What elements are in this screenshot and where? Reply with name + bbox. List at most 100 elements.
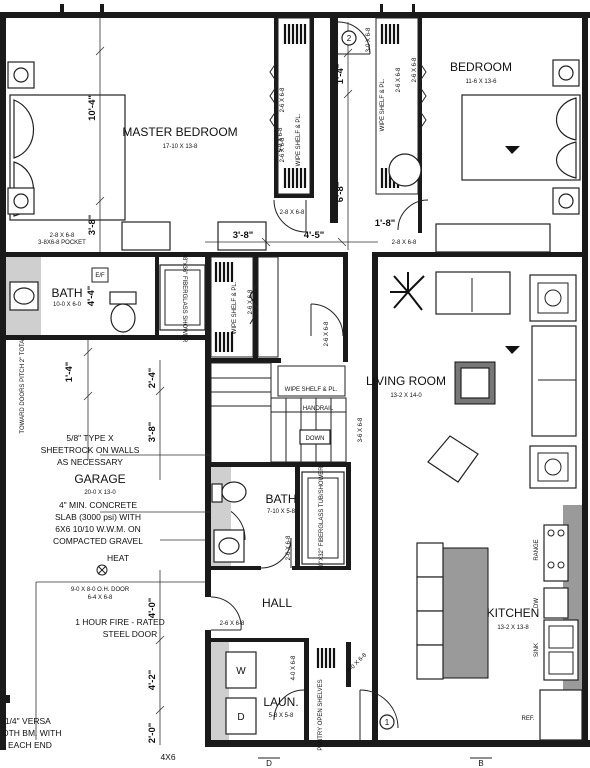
dim-3-8-left: 3'-8" <box>87 215 98 236</box>
grid-marker-2: 2 <box>347 34 352 43</box>
fixture-labels: WIPE SHELF & PL. WIPE SHELF & PL. WIPE S… <box>20 78 540 750</box>
room-laundry-size: 5-8 X 5-8 <box>269 713 294 719</box>
stairs <box>210 362 347 464</box>
dim-3-8-garage: 3'-8" <box>147 422 158 443</box>
bath-lower-fixtures <box>211 471 345 565</box>
bedroom-dresser <box>435 223 551 253</box>
room-hall: HALL <box>262 596 292 610</box>
slab-note-line-2: SLAB (3000 psi) WITH <box>55 512 141 522</box>
dim-4-4: 4'-4" <box>86 286 97 307</box>
dim-1-4-upper: 1'-4" <box>335 64 346 85</box>
ref-label: REF. <box>521 716 534 722</box>
fire-door-note-line-1: 1 HOUR FIRE - RATED <box>75 617 165 627</box>
nightstands <box>7 59 580 215</box>
heat-label: HEAT <box>107 553 129 563</box>
range-label: RANGE <box>534 539 540 560</box>
sink-label: SINK <box>534 643 540 657</box>
fixtures <box>7 59 583 741</box>
dim-3-8-horizontal: 3'-8" <box>233 230 254 241</box>
versa-note-line-2: OTH BM. WITH <box>2 728 62 738</box>
kitchen-fixtures <box>416 505 583 741</box>
room-bedroom: BEDROOM <box>450 60 512 74</box>
door-tag-10: 2-6 X 6-8 <box>286 535 292 560</box>
door-tag-16: 2-6 X 6-8 <box>412 57 418 82</box>
room-bath-lower-size: 7-10 X 5-8 <box>267 509 296 515</box>
oh-door-label: 9-0 X 8-0 O.H. DOOR <box>71 587 130 593</box>
laundry-fixtures <box>225 651 257 735</box>
door-tag-2: 2-6 X 6-8 <box>280 137 286 162</box>
dim-2-4: 2'-4" <box>147 368 158 389</box>
living-room-furniture <box>390 271 577 489</box>
dim-4-0: 4'-0" <box>147 598 158 619</box>
tub-shower-label: 60"X32" FIBERGLASS TUB/SHOWER <box>319 466 325 570</box>
wipe-shelf-label-3: WIPE SHELF & PL. <box>232 281 238 334</box>
dim-6-8: 6'-8" <box>335 182 346 203</box>
room-labels: MASTER BEDROOM 17-10 X 13-8 BEDROOM 11-6… <box>51 60 539 719</box>
door-tag-5: 2-6 X 6-8 <box>396 67 402 92</box>
door-tag-17: 5-0 X 6-8 <box>278 127 284 152</box>
fiberglass-shower-label: 48"x36" FIBERGLASS SHOWER <box>181 254 187 343</box>
room-garage-size: 20-0 X 13-0 <box>84 490 116 496</box>
dw-label: DW <box>534 598 540 608</box>
door-tag-3: 2-8 X 6-8 <box>280 210 305 216</box>
wipe-shelf-label-2: WIPE SHELF & PL. <box>380 78 386 131</box>
bath-upper-fixtures <box>9 264 206 333</box>
room-master-bedroom-size: 17-10 X 13-8 <box>163 144 198 150</box>
dimension-labels: 10'-4" 1'-4" 6'-8" 3'-8" 3'-8" 4'-5" 1'-… <box>64 64 395 744</box>
plant <box>390 272 425 311</box>
wipe-shelf-label-1: WIPE SHELF & PL. <box>296 113 302 166</box>
room-living-room: LIVING ROOM <box>366 374 446 388</box>
dim-10-4: 10'-4" <box>87 95 98 121</box>
walls <box>0 4 590 750</box>
slab-note-line-1: 4" MIN. CONCRETE <box>59 500 137 510</box>
door-tag-11: 2-6 X 6-8 <box>220 621 245 627</box>
grid-markers: 2 1 D B <box>258 30 492 768</box>
notes: 5/8" TYPE X SHEETROCK ON WALLS AS NECESS… <box>2 433 176 762</box>
pantry-label: PANTRY OPEN SHELVES <box>318 679 324 750</box>
beam-note: 4X6 <box>160 752 175 762</box>
door-tag-12: 4-0 X 6-8 <box>291 655 297 680</box>
door-tag-9: 3-6 X 6-8 <box>358 417 364 442</box>
door-tag-6: 2-8 X 6-8 <box>392 240 417 246</box>
handrail-label: HANDRAIL <box>303 406 334 412</box>
dim-4-2: 4'-2" <box>147 670 158 691</box>
dim-2-0: 2'-0" <box>147 723 158 744</box>
room-bath-lower: BATH <box>265 492 296 506</box>
chair <box>388 153 422 187</box>
room-living-room-size: 13-2 X 14-0 <box>390 393 422 399</box>
door-tag-15: 6-4 X 6-8 <box>88 595 113 601</box>
door-tag-14: 2-8 X 6-8 <box>50 233 75 239</box>
down-label: DOWN <box>306 436 325 442</box>
grid-marker-1: 1 <box>385 718 390 727</box>
room-laundry: LAUN. <box>263 695 298 709</box>
ef-label: E/F <box>95 273 105 279</box>
room-bedroom-size: 11-6 X 13-6 <box>466 79 498 85</box>
heat-icon <box>96 564 108 576</box>
sheetrock-note-line-2: SHEETROCK ON WALLS <box>41 445 140 455</box>
toward-doors-label: TOWARD DOORS PITCH 2" TOTAL <box>20 336 26 434</box>
dryer-label: D <box>237 712 244 723</box>
bedroom-bed <box>461 94 581 181</box>
grid-marker-d: D <box>266 759 272 768</box>
dimension-lines <box>35 18 378 745</box>
room-bath-upper-size: 10-0 X 6-0 <box>53 302 82 308</box>
dim-1-4-garage: 1'-4" <box>64 362 75 383</box>
versa-note-line-1: -1/4" VERSA <box>2 716 51 726</box>
door-tag-1: 2-6 X 6-8 <box>280 87 286 112</box>
fire-door-note-line-2: STEEL DOOR <box>103 629 157 639</box>
room-kitchen: KITCHEN <box>487 606 540 620</box>
pocket-door-label: 3-8X6-8 POCKET <box>38 240 86 246</box>
dim-4-5: 4'-5" <box>304 230 325 241</box>
versa-note-line-3: EACH END <box>8 740 52 750</box>
room-garage: GARAGE <box>74 472 125 486</box>
dresser <box>121 221 171 251</box>
door-tag-4: 3-0 X 6-8 <box>366 27 372 52</box>
grid-marker-b: B <box>478 759 483 768</box>
wipe-shelf-label-4: WIPE SHELF & PL. <box>285 387 338 393</box>
dim-1-8: 1'-8" <box>375 218 396 229</box>
slab-note-line-3: 6X6 10/10 W.W.M. ON <box>55 524 141 534</box>
door-tag-8: 2-6 X 6-8 <box>324 321 330 346</box>
room-master-bedroom: MASTER BEDROOM <box>122 125 237 139</box>
washer-label: W <box>236 666 246 677</box>
